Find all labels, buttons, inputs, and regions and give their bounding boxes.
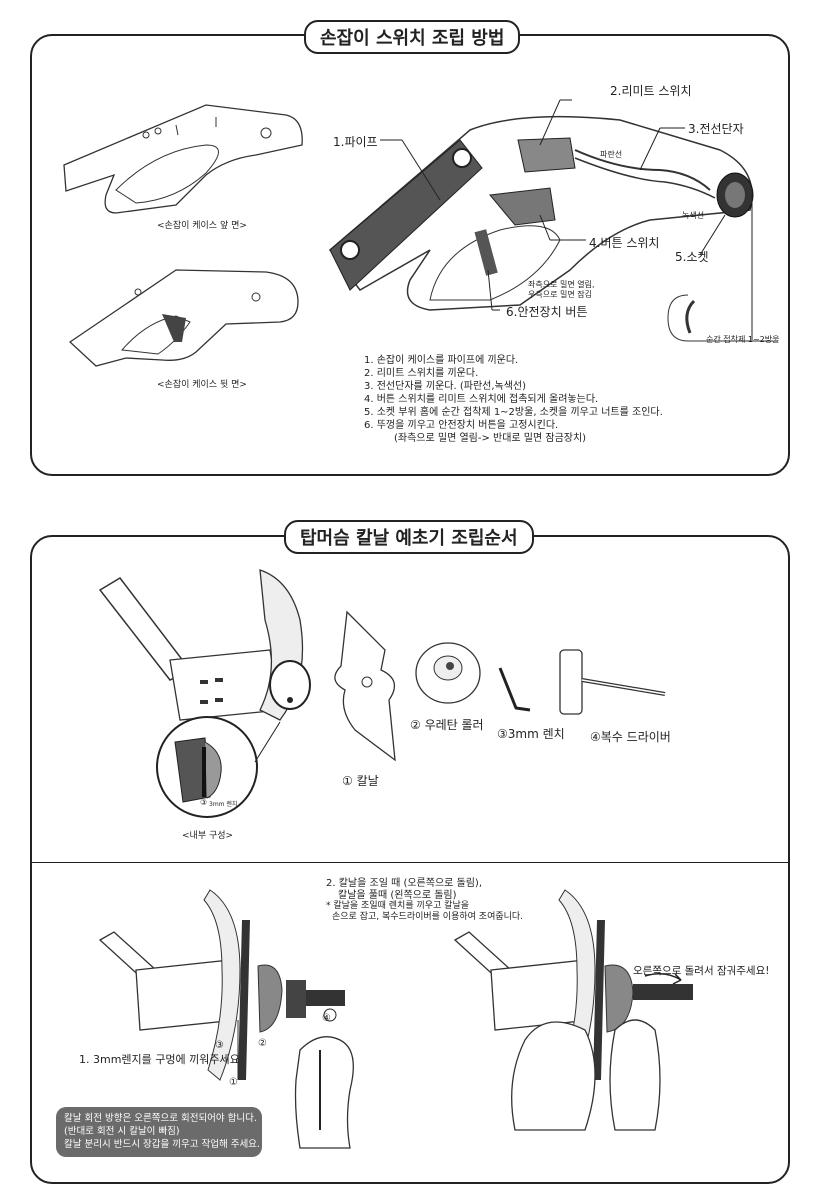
step-item: 2. 리미트 스위치를 끼운다. <box>364 368 479 379</box>
label-blue-wire: 파란선 <box>600 150 623 159</box>
label-pipe: 1.파이프 <box>333 135 378 149</box>
num-2-left: ② <box>258 1038 267 1049</box>
num-4-left: ④ <box>322 1013 331 1024</box>
label-safety-button: 6.안전장치 버튼 <box>506 305 588 319</box>
rotate-lock-note: 오른쪽으로 돌려서 잠궈주세요! <box>633 965 770 977</box>
blade-assembly-title: 탑머슴 칼날 예초기 조립순서 <box>284 520 534 554</box>
handle-switch-title: 손잡이 스위치 조립 방법 <box>304 20 521 54</box>
num-3-left: ③ <box>215 1040 224 1051</box>
front-case-caption: <손잡이 케이스 앞 면> <box>157 221 247 231</box>
trimmer-head-illustration <box>98 569 311 721</box>
step-item: 5. 소켓 부위 홈에 순간 접착제 1~2방울, 소켓을 끼우고 너트를 조인… <box>364 407 663 418</box>
handle-case-front-illustration <box>63 104 303 214</box>
glue-note: 순간 접착제 1~2방울 <box>706 335 780 344</box>
inner-structure-caption: <내부 구성> <box>182 831 234 841</box>
blade-illustration <box>334 610 396 762</box>
num-1-left: ① <box>229 1077 238 1088</box>
tighten-instruction-1: 2. 칼날을 조일 때 (오른쪽으로 돌림), <box>326 878 483 889</box>
glue-detail-illustration <box>667 294 773 342</box>
gloved-hand-left-illustration <box>294 1036 354 1149</box>
back-case-caption: <손잡이 케이스 뒷 면> <box>157 380 247 390</box>
warning-line: 칼날 분리시 반드시 장갑을 끼우고 작업해 주세요. <box>64 1139 260 1150</box>
switch-assembly-illustration <box>328 99 754 340</box>
step-item: 3. 전선단자를 끼운다. (파란선,녹색선) <box>364 381 527 392</box>
tighten-instruction-3: * 칼날을 조일때 렌치를 끼우고 칼날을 <box>326 901 470 911</box>
inner-wrench-label: 3mm 렌치 <box>209 801 238 808</box>
label-wire-terminal: 3.전선단자 <box>688 122 744 136</box>
warning-line: (반대로 회전 시 칼날이 빠짐) <box>64 1126 180 1137</box>
panel-divider <box>30 862 788 863</box>
assembly-steps: 1. 손잡이 케이스를 파이프에 끼운다. 2. 리미트 스위치를 끼운다. 3… <box>364 354 663 445</box>
inner-structure-illustration <box>156 716 281 818</box>
warning-note: 칼날 회전 방향은 오른쪽으로 회전되어야 합니다. (반대로 회전 시 칼날이… <box>56 1107 262 1157</box>
inner-wrench-num: ③ <box>200 798 208 807</box>
safety-note-line1: 좌측으로 밀면 열림, <box>528 280 595 289</box>
safety-note-line2: 우측으로 밀면 잠김 <box>528 290 592 299</box>
box-driver-illustration <box>559 649 666 715</box>
label-green-wire: 녹색선 <box>682 211 705 220</box>
wrench-insert-instruction: 1. 3mm렌지를 구멍에 끼워주세요 <box>79 1053 240 1066</box>
step-item: 4. 버튼 스위치를 리미트 스위치에 접촉되게 올려놓는다. <box>364 394 599 405</box>
part-wrench-label: ③3mm 렌치 <box>497 727 565 741</box>
roller-illustration <box>415 642 481 704</box>
part-blade-label: ① 칼날 <box>342 774 379 788</box>
blade-install-left-illustration <box>98 889 345 1081</box>
part-roller-label: ② 우레탄 롤러 <box>410 718 484 732</box>
step-item: (좌측으로 밀면 열림-> 반대로 밀면 잠금장치) <box>394 433 587 444</box>
tighten-instruction-4: 손으로 잡고, 복수드라이버를 이용하여 조여줍니다. <box>332 912 524 922</box>
step-item: 1. 손잡이 케이스를 파이프에 끼운다. <box>364 355 519 366</box>
step-item: 6. 뚜껑을 끼우고 안전장치 버튼을 고정시킨다. <box>364 420 559 431</box>
hex-wrench-illustration <box>498 667 531 712</box>
tighten-instruction-2: 칼날을 풀때 (왼쪽으로 돌림) <box>338 890 457 901</box>
blade-install-right-illustration <box>453 889 693 1131</box>
label-button-switch: 4.버튼 스위치 <box>589 236 660 250</box>
warning-line: 칼날 회전 방향은 오른쪽으로 회전되어야 합니다. <box>64 1113 257 1124</box>
label-limit-switch: 2.리미트 스위치 <box>610 84 692 98</box>
label-socket: 5.소켓 <box>675 250 709 264</box>
part-driver-label: ④복수 드라이버 <box>590 730 671 744</box>
handle-case-back-illustration <box>68 269 299 367</box>
